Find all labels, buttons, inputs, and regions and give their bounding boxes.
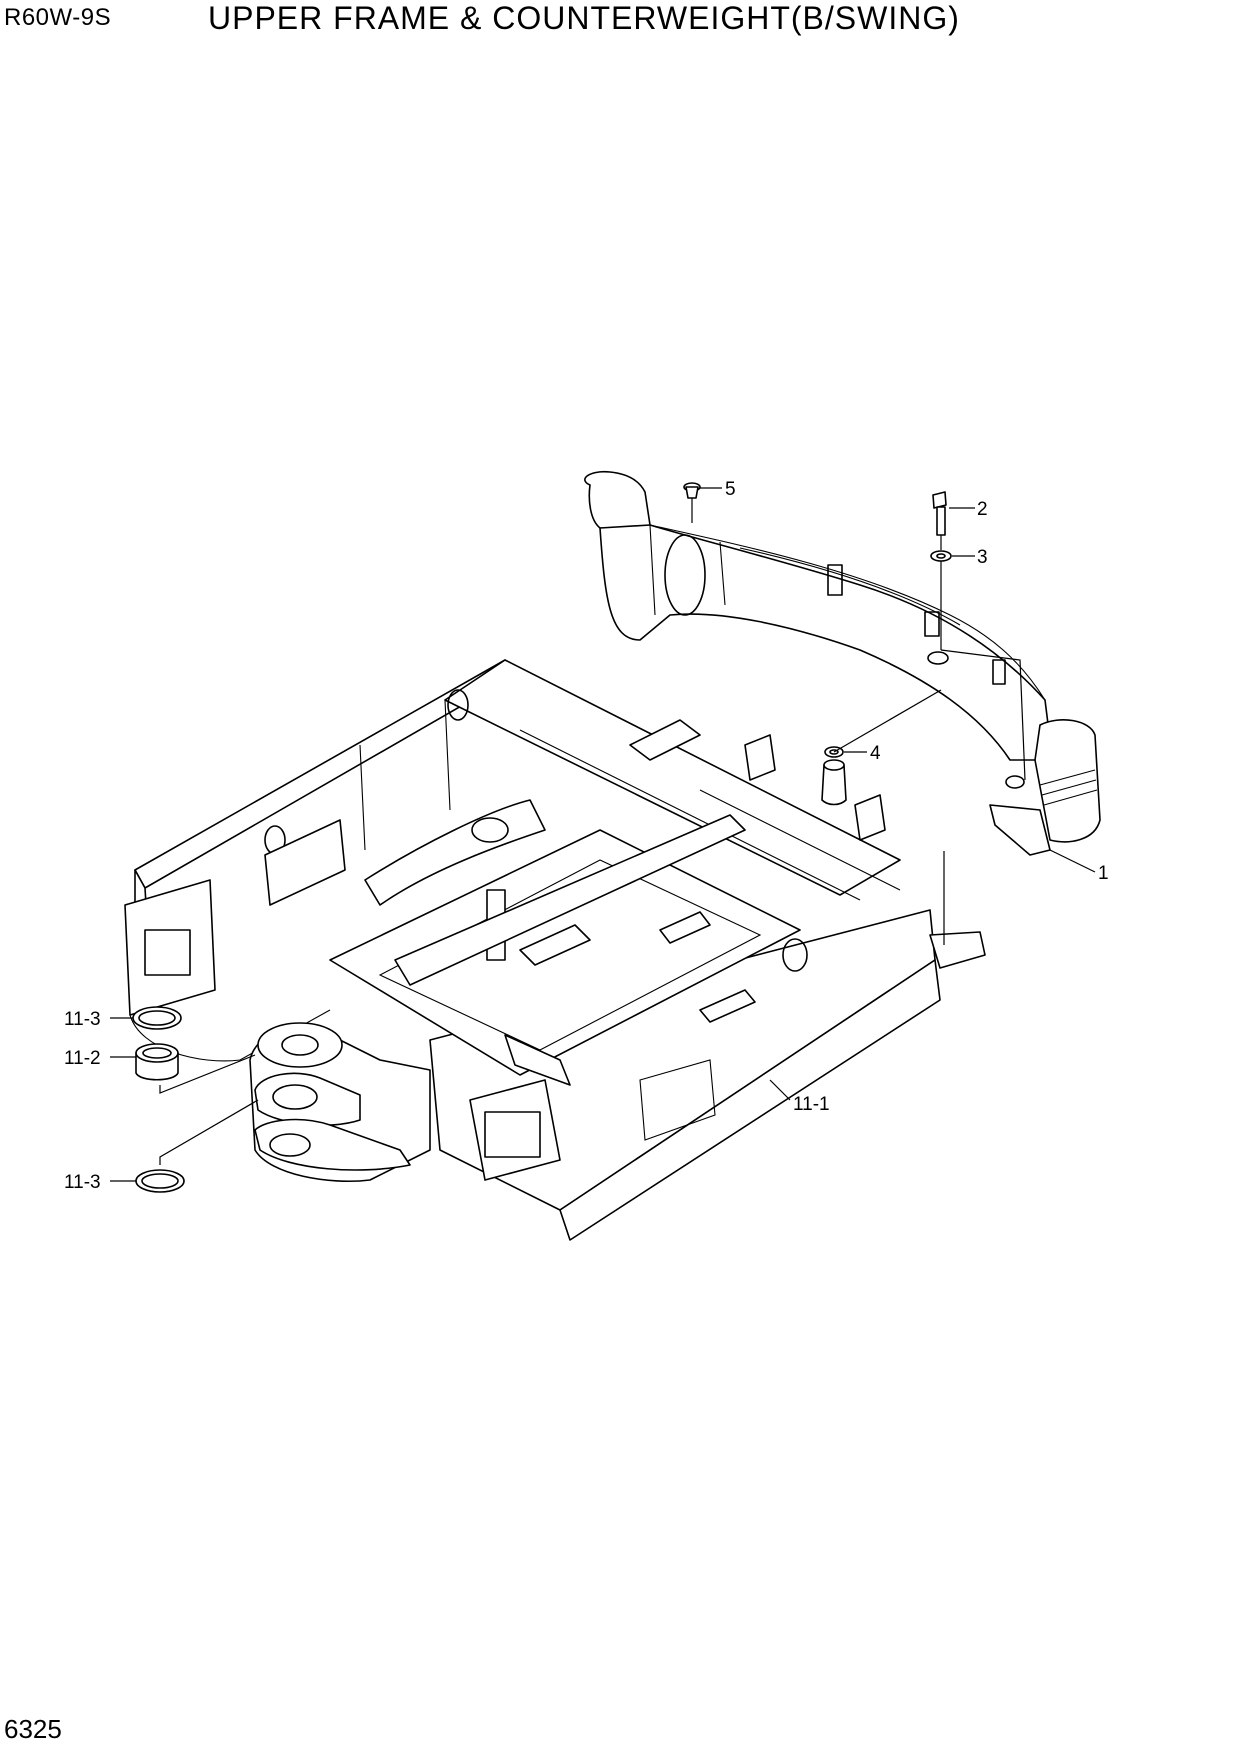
part-11-2-bushing bbox=[135, 1043, 179, 1081]
callout-11-3-lower: 11-3 bbox=[64, 1172, 101, 1193]
callout-5: 5 bbox=[725, 479, 736, 500]
callout-2: 2 bbox=[977, 499, 988, 520]
callout-11-1: 11-1 bbox=[793, 1094, 830, 1115]
part-2-bolt bbox=[932, 491, 947, 550]
upper-frame bbox=[124, 659, 986, 1241]
callout-1: 1 bbox=[1098, 863, 1109, 884]
page-title: UPPER FRAME & COUNTERWEIGHT(B/SWING) bbox=[208, 0, 960, 36]
part-11-3-ring-lower bbox=[135, 1169, 185, 1193]
callout-11-3-upper: 11-3 bbox=[64, 1009, 101, 1030]
part-4-washer-spacer bbox=[821, 689, 942, 806]
part-11-3-ring-upper bbox=[132, 1006, 182, 1030]
callout-3: 3 bbox=[977, 547, 988, 568]
model-number: R60W-9S bbox=[4, 4, 112, 31]
callout-4: 4 bbox=[870, 743, 881, 764]
counterweight bbox=[584, 470, 1101, 856]
callout-11-2: 11-2 bbox=[64, 1048, 101, 1069]
part-5-plug bbox=[683, 482, 701, 523]
page-number: 6325 bbox=[4, 1714, 62, 1744]
swing-bracket bbox=[249, 1022, 431, 1183]
part-3-washer bbox=[930, 550, 952, 650]
